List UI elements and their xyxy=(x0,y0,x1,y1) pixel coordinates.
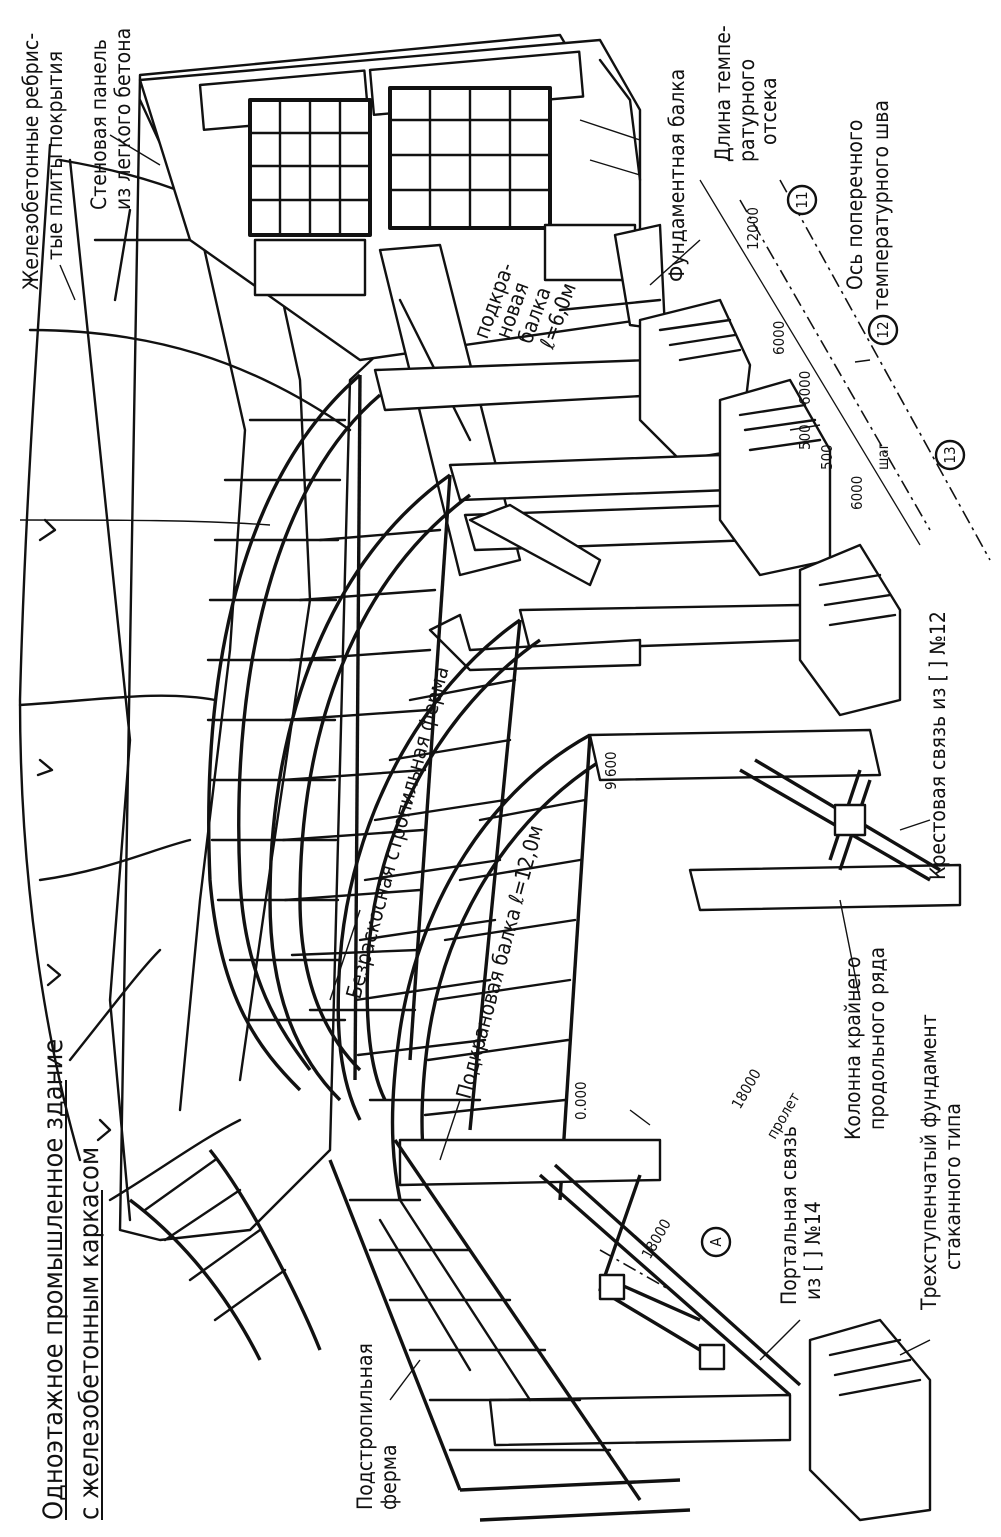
label-wall-panel-2: из легкого бетона xyxy=(111,28,135,210)
dimension-lines xyxy=(599,179,991,1291)
dim-500-a: 500 xyxy=(796,424,814,450)
truss-front xyxy=(390,728,962,1201)
dim-500-b: 500 xyxy=(818,444,836,470)
label-temp-length-1: Длина темпе- xyxy=(711,25,735,162)
dim-6000-a: 6000 xyxy=(770,321,788,355)
label-cross-bracing: Крестовая связь из [ ] №12 xyxy=(926,611,950,880)
label-portal-1: Портальная связь xyxy=(777,1126,801,1305)
dim-6000-c: 6000 xyxy=(848,476,866,510)
label-foundation-2: стаканного типа xyxy=(941,1103,965,1270)
axis-marker-13: 13 xyxy=(934,439,966,471)
label-temp-length-3: отсека xyxy=(757,77,781,145)
elevation-zero: 0.000 xyxy=(572,1081,590,1120)
label-temp-length-2: ратурного xyxy=(735,59,759,162)
truss-middle xyxy=(268,473,472,1102)
wall-panels xyxy=(138,38,642,362)
label-portal-2: из [ ] №14 xyxy=(801,1201,825,1300)
leader-lines xyxy=(59,134,931,1401)
label-roof-slabs-1: Железобетонные ребрис- xyxy=(19,33,43,290)
portal-frame xyxy=(328,1138,802,1522)
edge-truss xyxy=(128,1148,322,1361)
elevation-top: 9.600 xyxy=(602,751,620,790)
axis-label-13: 13 xyxy=(941,446,959,463)
axis-label-12: 12 xyxy=(874,321,892,338)
label-joint-axis-1: Ось поперечного xyxy=(843,120,867,290)
title-line-2: с железобетонным каркасом xyxy=(74,1147,105,1520)
axis-marker-A: А xyxy=(700,1226,732,1258)
label-subtruss-2: ферма xyxy=(377,1444,401,1510)
foundation-beam xyxy=(558,223,667,332)
dim-step: шаг xyxy=(874,442,892,470)
title-line-1: Одноэтажное промышленное здание xyxy=(38,1039,69,1520)
dim-12000: 12000 xyxy=(744,207,762,250)
label-foundation-beam: Фундаментная балка xyxy=(665,69,689,282)
label-foundation-1: Трехступенчатый фундамент xyxy=(917,1014,941,1311)
label-joint-axis-2: температурного шва xyxy=(869,100,893,310)
label-subtruss-1: Подстропильная xyxy=(353,1343,377,1510)
label-roof-slabs-2: тые плиты покрытия xyxy=(43,51,67,260)
dim-6000-b: 6000 xyxy=(796,371,814,405)
foundation-front xyxy=(808,1318,932,1522)
label-column-1: Колонна крайнего xyxy=(841,956,865,1140)
span-value: 18000 xyxy=(728,1066,765,1112)
axis-marker-11: 11 xyxy=(786,184,818,216)
axis-label-A: А xyxy=(707,1237,725,1247)
columns-right xyxy=(373,298,902,717)
label-column-2: продольного ряда xyxy=(865,947,889,1130)
truss-upper xyxy=(206,373,382,1092)
axis-label-11: 11 xyxy=(793,191,811,208)
label-wall-panel-1: Стеновая панель xyxy=(87,39,111,210)
axis-marker-12: 12 xyxy=(867,314,899,346)
span-dim: 18000 xyxy=(638,1216,675,1262)
